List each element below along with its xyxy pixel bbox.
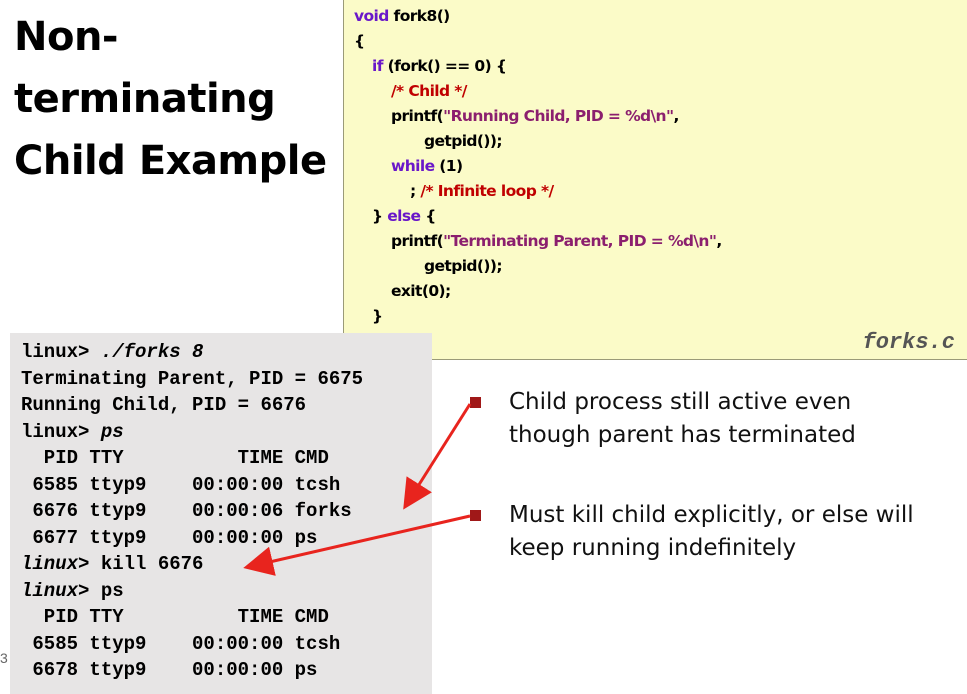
code-line-6: getpid()); (354, 129, 722, 154)
terminal-line-13: 6678 ttyp9 00:00:00 ps (21, 659, 318, 681)
bullet-text: Child process still active even though p… (509, 389, 856, 448)
title-line-2: terminating (14, 76, 276, 122)
code-line-1: void fork8() (354, 4, 722, 29)
code-text: (1) (434, 157, 463, 175)
bullet-item-1: Child process still active even though p… (470, 386, 940, 452)
function-signature: fork8() (388, 7, 451, 25)
page-number: 3 (0, 650, 8, 666)
file-name-label: forks.c (862, 330, 955, 355)
keyword: void (354, 7, 389, 25)
terminal-line-5: PID TTY TIME CMD (21, 447, 329, 469)
bullet-text: Must kill child explicitly, or else will… (509, 502, 914, 561)
slide-title: Non- terminating Child Example (14, 6, 334, 192)
code-text: printf( (391, 107, 444, 125)
code-text: printf( (391, 232, 444, 250)
command: ./forks 8 (89, 341, 204, 363)
code-string: "Running Child, PID = %d\n" (443, 107, 674, 125)
code-text: } (372, 307, 383, 325)
code-text: exit(0); (391, 282, 451, 300)
code-line-2: { (354, 29, 722, 54)
code-line-12: exit(0); (354, 279, 722, 304)
code-comment: /* Child */ (391, 82, 467, 100)
code-text: (fork() == 0) { (382, 57, 507, 75)
code-line-3: if (fork() == 0) { (354, 54, 722, 79)
keyword: if (372, 57, 383, 75)
code-text: getpid()); (424, 257, 503, 275)
code-line-8: ; /* Infinite loop */ (354, 179, 722, 204)
terminal-line-1: linux> ./forks 8 (21, 339, 363, 366)
terminal-output: linux> ./forks 8 Terminating Parent, PID… (10, 333, 432, 694)
code-line-9: } else { (354, 204, 722, 229)
command: kill 6676 (89, 553, 204, 575)
code-text: ; (410, 182, 421, 200)
bullet-square-icon (470, 397, 481, 408)
prompt: linux> (21, 420, 90, 443)
keyword: while (391, 157, 435, 175)
code-string: "Terminating Parent, PID = %d\n" (443, 232, 717, 250)
code-line-10: printf("Terminating Parent, PID = %d\n", (354, 229, 722, 254)
prompt: linux> (21, 341, 90, 363)
code-listing: void fork8() { if (fork() == 0) { /* Chi… (354, 4, 722, 354)
code-text: { (420, 207, 436, 225)
terminal-line-11: PID TTY TIME CMD (21, 606, 329, 628)
code-line-11: getpid()); (354, 254, 722, 279)
terminal-line-9: linux> kill 6676 (21, 551, 363, 578)
code-text: { (354, 32, 365, 50)
bullet-item-2: Must kill child explicitly, or else will… (470, 499, 940, 565)
title-line-3: Child Example (14, 138, 327, 184)
code-line-7: while (1) (354, 154, 722, 179)
terminal-line-12: 6585 ttyp9 00:00:00 tcsh (21, 632, 341, 655)
code-text: , (673, 107, 679, 125)
code-panel: void fork8() { if (fork() == 0) { /* Chi… (343, 0, 967, 360)
terminal-line-2: Terminating Parent, PID = 6675 (21, 367, 364, 390)
terminal-line-10: linux> ps (21, 578, 363, 605)
command: ps (89, 420, 124, 443)
bullet-square-icon (470, 510, 481, 521)
terminal-line-3: Running Child, PID = 6676 (21, 394, 307, 416)
code-text: getpid()); (424, 132, 503, 150)
terminal-line-6: 6585 ttyp9 00:00:00 tcsh (21, 473, 341, 496)
terminal-line-8: 6677 ttyp9 00:00:00 ps (21, 526, 318, 549)
prompt: linux> (21, 579, 90, 602)
title-line-1: Non- (14, 14, 119, 60)
terminal-line-7: 6676 ttyp9 00:00:06 forks (21, 500, 352, 522)
code-text: , (716, 232, 722, 250)
code-comment: /* Infinite loop */ (420, 182, 554, 200)
code-line-5: printf("Running Child, PID = %d\n", (354, 104, 722, 129)
command: ps (89, 579, 124, 602)
code-text: } (372, 207, 388, 225)
keyword: else (387, 207, 421, 225)
code-line-4: /* Child */ (354, 79, 722, 104)
terminal-line-4: linux> ps (21, 419, 363, 446)
prompt: linux> (21, 553, 90, 575)
terminal-text: linux> ./forks 8 Terminating Parent, PID… (21, 339, 363, 684)
code-line-13: } (354, 304, 722, 329)
